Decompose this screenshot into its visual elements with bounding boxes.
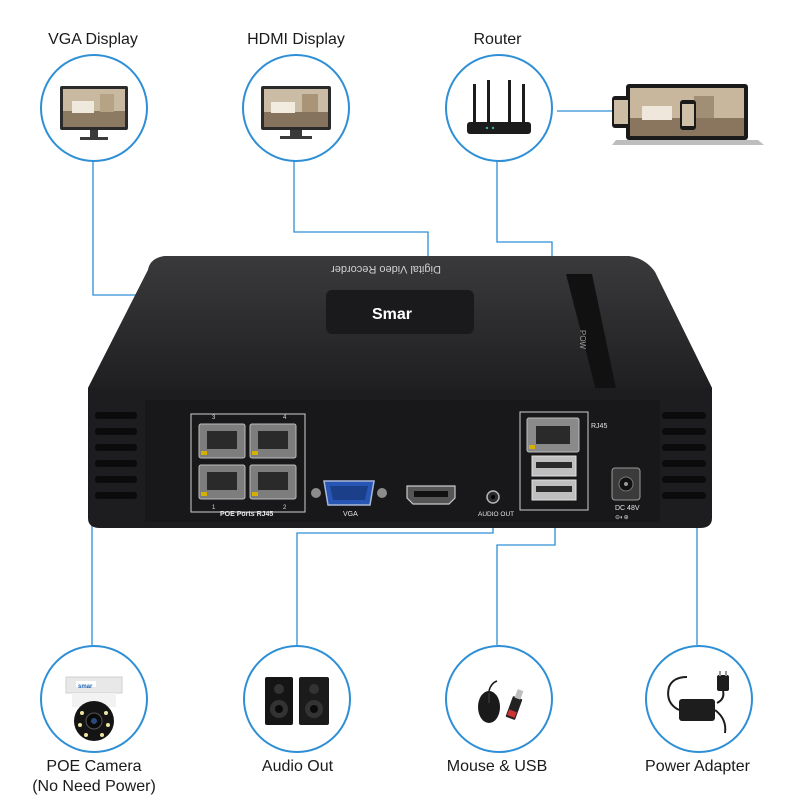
vga-port-label: VGA — [343, 511, 358, 518]
power-adapter-label: Power Adapter — [645, 758, 750, 775]
hdmi-display-label: HDMI Display — [247, 31, 345, 48]
rj45-port — [526, 417, 580, 453]
hdmi-display-circle — [242, 54, 350, 162]
monitor-icon — [261, 86, 331, 139]
laptop-phone-icon — [612, 84, 764, 145]
power-adapter-circle — [645, 645, 753, 753]
camera-brand-text: smar — [78, 684, 93, 690]
power-adapter-icon — [667, 671, 729, 734]
hdmi-port — [406, 485, 456, 505]
poe-camera-circle: smar — [40, 645, 148, 753]
vga-port — [311, 480, 387, 506]
device-top-text: Digital Video Recorder — [331, 263, 441, 275]
port-1-label: 1 — [212, 505, 216, 511]
router-label: Router — [473, 31, 522, 48]
power-text: POW — [578, 330, 587, 350]
usb-ports — [531, 455, 577, 501]
monitor-icon — [60, 86, 128, 140]
brand-logo-text: Smar — [372, 306, 412, 323]
vga-display-circle — [40, 54, 148, 162]
audio-out-label: AUDIO OUT — [478, 511, 514, 518]
router-icon — [467, 80, 531, 134]
poe-camera-label-line2: (No Need Power) — [32, 778, 156, 795]
poe-rj45-ports — [198, 423, 297, 500]
poe-camera-label-line1: POE Camera — [46, 758, 142, 775]
poe-camera-label: POE Camera (No Need Power) — [20, 757, 168, 797]
speakers-icon — [265, 677, 329, 725]
ptz-camera-icon: smar — [65, 676, 123, 741]
dc-label: DC 48V — [615, 505, 640, 512]
vga-display-label: VGA Display — [48, 31, 138, 48]
audio-out-circle — [243, 645, 351, 753]
port-2-label: 2 — [283, 505, 287, 511]
audio-out-label: Audio Out — [261, 758, 334, 775]
router-circle — [445, 54, 553, 162]
mouse-usb-label: Mouse & USB — [446, 758, 548, 775]
poe-ports-label: POE Ports RJ45 — [220, 511, 273, 518]
rj45-label: RJ45 — [591, 423, 607, 430]
mouse-usb-icon — [478, 680, 524, 723]
dc-polarity-symbol: ⊖◐⊕ — [615, 515, 629, 521]
dc-power-jack — [611, 467, 641, 501]
port-4-label: 4 — [283, 415, 287, 421]
mouse-usb-circle — [445, 645, 553, 753]
port-3-label: 3 — [212, 415, 216, 421]
